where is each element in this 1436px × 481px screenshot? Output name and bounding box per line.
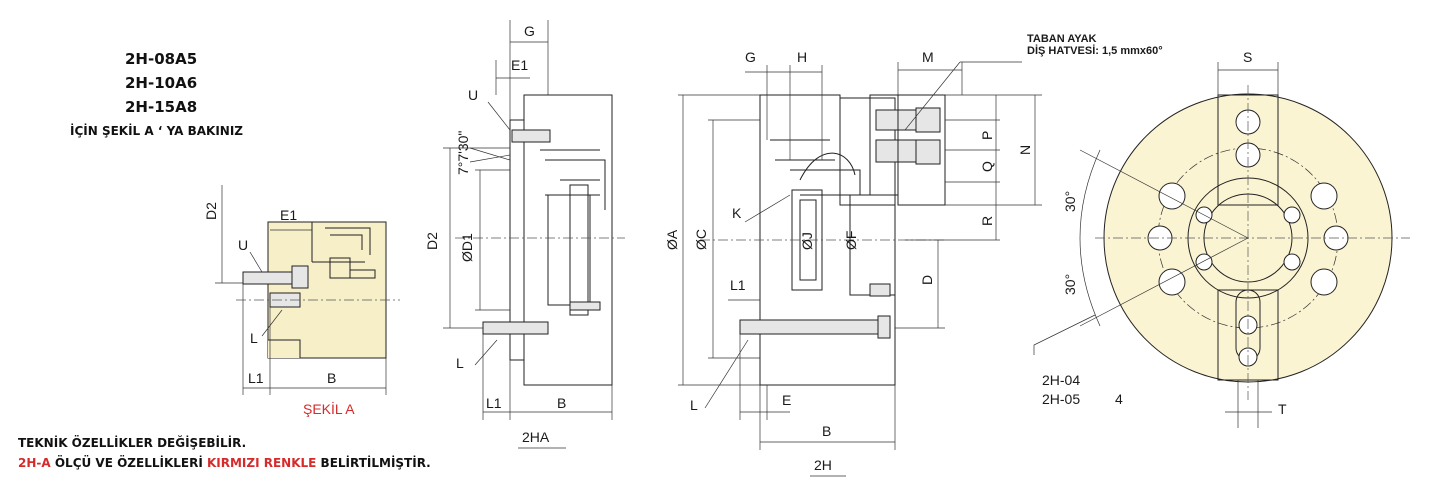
v2-label-g: G [524,23,535,39]
v2-label-b: B [557,395,566,411]
front-label-angle-top: 30° [1062,191,1078,212]
thread-note-line2: DİŞ HATVESİ: 1,5 mmx60° [1027,44,1163,57]
view-2ha: G E1 U 7°7'30" D2 ØD1 L L1 B 2HA [424,20,625,449]
v2-label-l1: L1 [486,395,502,411]
table-row-model-2: 2H-05 [1042,391,1080,407]
table-row-model-1: 2H-04 [1042,372,1080,388]
note-text-b: BELİRTİLMİŞTİR. [316,455,430,470]
v3-label-k: K [732,205,742,221]
v2-label-e1: E1 [511,57,528,73]
v3-label-e: E [782,392,791,408]
v3-label-n: N [1017,145,1033,155]
v3-title: 2H [814,457,832,473]
model-2h-10a6: 2H-10A6 [125,74,197,92]
v2-label-l: L [456,355,464,371]
fig-a-label-u: U [238,237,248,253]
note-text-a: ÖLÇÜ VE ÖZELLİKLERİ [51,455,207,470]
v2-label-d1: ØD1 [459,233,475,262]
fig-a-title: ŞEKİL A [303,400,355,417]
front-label-s: S [1243,49,1252,65]
fig-a-label-d2: D2 [203,202,219,220]
v3-label-f: ØF [843,231,859,250]
table-row-value-2: 4 [1115,391,1123,407]
note-2h-a: 2H-A [18,456,51,470]
model-2h-08a5: 2H-08A5 [125,50,197,68]
front-label-angle-bottom: 30° [1062,274,1078,295]
v3-label-l1: L1 [730,277,746,293]
note-line-2: 2H-A ÖLÇÜ VE ÖZELLİKLERİ KIRMIZI RENKLE … [18,455,431,470]
v3-label-r: R [979,216,995,226]
v3-label-p: P [979,131,995,140]
v2-label-d2: D2 [424,232,440,250]
v3-label-a: ØA [664,229,680,250]
view-2h: G H M TABAN AYAK DİŞ HATVESİ: 1,5 mmx60°… [664,33,1163,477]
v3-label-c: ØC [693,229,709,250]
v3-label-j: ØJ [799,232,815,250]
v3-label-h: H [797,49,807,65]
fig-a-label-e1: E1 [280,207,297,223]
v2-label-angle: 7°7'30" [455,131,471,175]
models-note: İÇİN ŞEKİL A ‘ YA BAKINIZ [70,123,243,138]
front-view: S 30° 30° T 2H-04 2H-05 4 [1033,49,1410,428]
v3-label-m: M [922,49,934,65]
v3-label-d: D [919,275,935,285]
front-label-t: T [1278,401,1287,417]
fig-a-label-l1: L1 [248,370,264,386]
note-line-1: TEKNİK ÖZELLİKLER DEĞİŞEBİLİR. [18,435,246,450]
v3-label-g: G [745,49,756,65]
v2-label-u: U [468,87,478,103]
note-red-text: KIRMIZI RENKLE [207,456,316,470]
v2-title: 2HA [522,429,550,445]
fig-a-label-b: B [327,370,336,386]
thread-note-line1: TABAN AYAK [1027,33,1097,45]
v3-label-l: L [690,397,698,413]
fig-a-label-l: L [250,330,258,346]
v3-label-b: B [822,423,831,439]
model-2h-15a8: 2H-15A8 [125,98,197,116]
figure-a: D2 E1 U L L1 B ŞEKİL A [203,185,400,417]
v3-label-q: Q [979,161,995,172]
